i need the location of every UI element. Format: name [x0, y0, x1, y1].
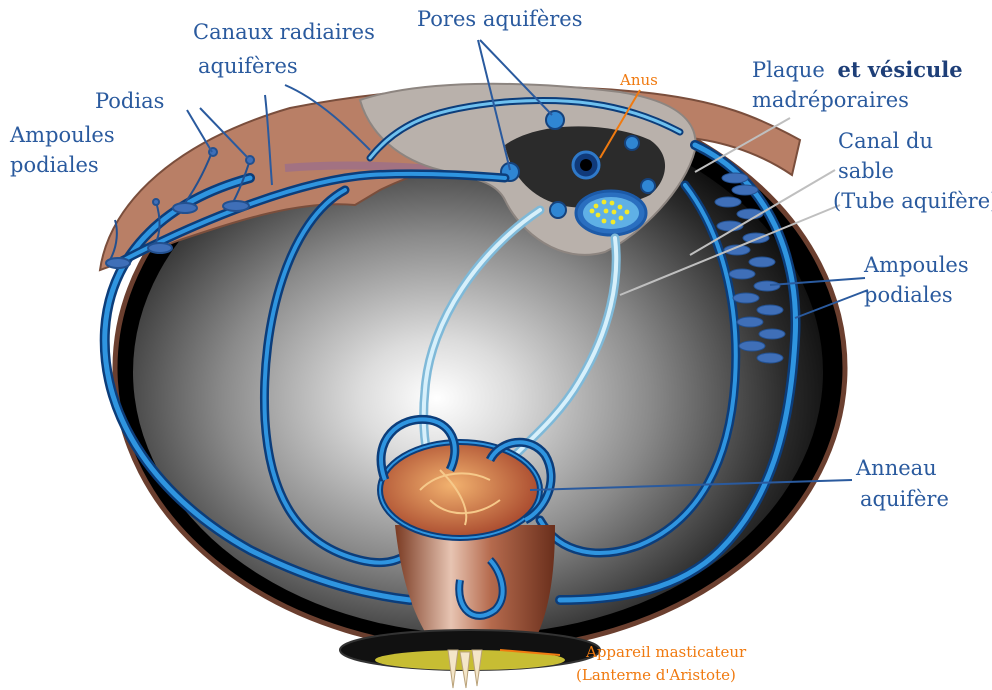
- label-plaque-part1: Plaque: [752, 58, 825, 82]
- label-pores: Pores aquifères: [417, 7, 583, 31]
- label-plaque: Plaque et vésicule: [752, 57, 963, 82]
- label-canal-line3: (Tube aquifère): [833, 189, 992, 213]
- label-ampoules-right-1: Ampoules: [863, 253, 969, 277]
- label-plaque-part2: et vésicule: [837, 57, 962, 82]
- label-anus: Anus: [619, 71, 658, 89]
- label-anneau-1: Anneau: [855, 456, 937, 480]
- anus-center: [580, 159, 592, 171]
- label-canaux-line2: aquifères: [198, 54, 298, 78]
- label-ampoules-right-2: podiales: [864, 283, 953, 307]
- teeth: [448, 650, 482, 688]
- label-appareil-2: (Lanterne d'Aristote): [576, 666, 736, 684]
- label-podias: Podias: [95, 89, 164, 113]
- label-canal-line2: sable: [838, 159, 894, 183]
- label-anneau-2: aquifère: [860, 487, 949, 511]
- label-canal-line1: Canal du: [838, 129, 933, 153]
- label-appareil-1: Appareil masticateur: [585, 643, 747, 661]
- label-ampoules-left-2: podiales: [10, 153, 99, 177]
- label-ampoules-left-1: Ampoules: [9, 123, 115, 147]
- label-plaque-line2: madréporaires: [752, 88, 909, 112]
- label-canaux-line1: Canaux radiaires: [193, 20, 375, 44]
